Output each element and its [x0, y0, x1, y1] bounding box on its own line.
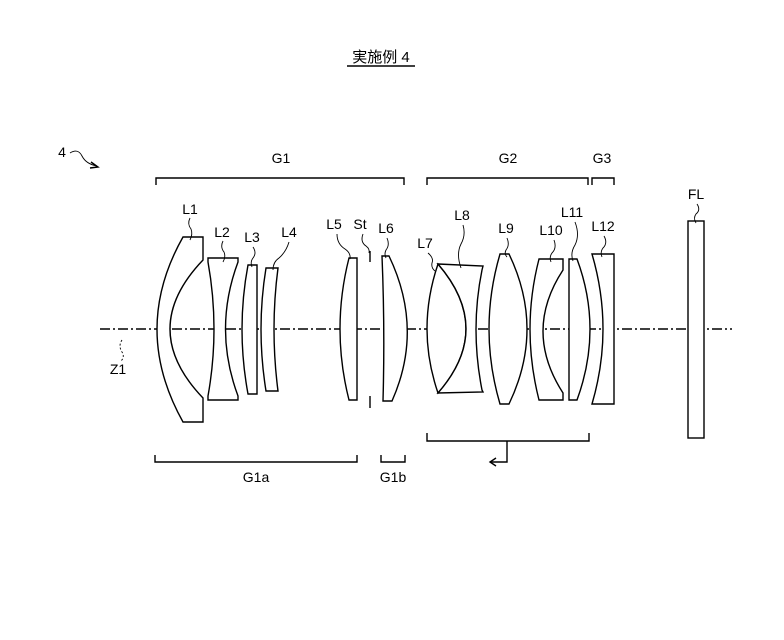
leader-l10	[549, 239, 556, 263]
lens-l9	[488, 253, 528, 405]
figure-title: 実施例 4	[352, 49, 410, 66]
leader-l1	[188, 217, 193, 241]
label-st: St	[353, 216, 366, 232]
label-l1: L1	[182, 201, 198, 217]
label-g3: G3	[593, 150, 612, 166]
leader-l3	[250, 246, 256, 268]
lens-l8	[436, 263, 485, 394]
arrow-left-icon	[488, 457, 497, 467]
leader-l9	[504, 237, 509, 258]
label-fl: FL	[688, 186, 705, 202]
leader-l11	[571, 221, 578, 262]
label-l4: L4	[281, 224, 297, 240]
leader-l4	[272, 241, 290, 271]
figure-number: 4	[58, 144, 66, 160]
leader-l5	[336, 233, 351, 260]
lens-l5	[339, 257, 358, 401]
bracket-g2	[426, 177, 589, 185]
label-l5: L5	[326, 216, 342, 232]
lens-l4	[260, 267, 279, 392]
arrow-head-icon	[89, 161, 100, 169]
leader-st	[361, 233, 370, 254]
leader-l8	[458, 224, 465, 269]
focus-movement-bracket	[426, 433, 590, 463]
bracket-g1a	[154, 455, 358, 463]
leader-fl	[694, 203, 700, 224]
lens-l6	[381, 255, 408, 402]
label-l6: L6	[378, 220, 394, 236]
label-l2: L2	[214, 224, 230, 240]
label-g1: G1	[272, 150, 291, 166]
figure-number-arrow	[69, 150, 98, 167]
label-l11: L11	[561, 204, 584, 220]
bracket-g1b	[380, 455, 406, 463]
lens-l10	[529, 258, 564, 401]
label-l3: L3	[244, 229, 260, 245]
label-l9: L9	[498, 220, 514, 236]
label-g1b: G1b	[380, 469, 407, 485]
lens-l3	[241, 264, 258, 395]
leader-l6	[384, 237, 389, 259]
lens-l11	[568, 258, 591, 401]
bracket-g1	[155, 177, 405, 185]
bracket-g3	[591, 177, 615, 185]
filter-fl	[687, 220, 705, 439]
label-g1a: G1a	[243, 469, 270, 485]
leader-l12	[600, 235, 607, 258]
label-l8: L8	[454, 207, 470, 223]
leader-l7	[427, 252, 436, 272]
leader-l2	[221, 240, 226, 263]
label-g2: G2	[499, 150, 518, 166]
axis-label: Z1	[110, 361, 127, 377]
label-l12: L12	[591, 218, 615, 234]
lens-l1	[156, 236, 204, 423]
label-l10: L10	[539, 222, 563, 238]
lens-l2	[207, 257, 239, 401]
axis-leader	[119, 339, 124, 362]
label-l7: L7	[417, 235, 433, 251]
lens-l12	[591, 253, 615, 405]
